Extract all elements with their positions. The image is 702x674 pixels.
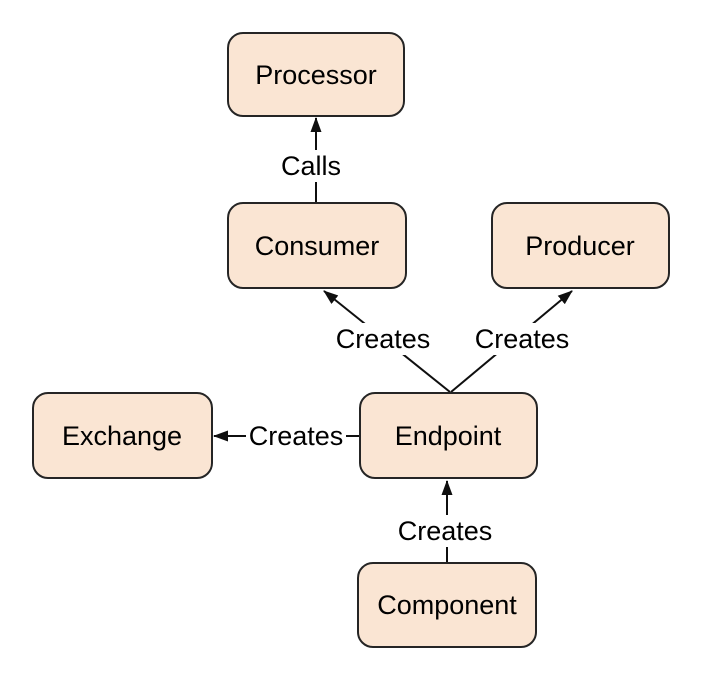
edge-label-creates-endpoint-text: Creates xyxy=(398,516,493,546)
node-component-box xyxy=(357,562,537,648)
node-component-label: Component xyxy=(377,590,517,620)
edge-label-creates-consumer-text: Creates xyxy=(336,324,431,354)
edge-label-creates-endpoint-bg xyxy=(395,515,495,547)
node-exchange-label: Exchange xyxy=(62,421,182,451)
edge-label-calls: Calls xyxy=(278,150,344,182)
node-producer-label: Producer xyxy=(525,231,635,261)
edge-labels: Calls Creates Creates Creates Creates xyxy=(246,150,572,547)
node-endpoint-label: Endpoint xyxy=(395,421,502,451)
edge-label-creates-exchange-bg xyxy=(246,420,346,452)
edge-label-creates-endpoint: Creates xyxy=(395,515,495,547)
edge-label-calls-text: Calls xyxy=(281,151,341,181)
node-processor: Processor xyxy=(227,32,405,117)
edge-label-creates-consumer-bg xyxy=(333,323,433,355)
edge-label-creates-producer-bg xyxy=(472,323,572,355)
diagram-nodes: Processor Consumer Producer Exchange End… xyxy=(32,32,670,648)
node-consumer-label: Consumer xyxy=(255,231,380,261)
node-component: Component xyxy=(357,562,537,648)
node-endpoint: Endpoint xyxy=(359,392,538,479)
node-producer: Producer xyxy=(491,202,670,289)
node-processor-label: Processor xyxy=(255,60,377,90)
node-producer-box xyxy=(491,202,670,289)
node-consumer: Consumer xyxy=(227,202,407,289)
node-endpoint-box xyxy=(359,392,538,479)
node-consumer-box xyxy=(227,202,407,289)
edge-label-creates-consumer: Creates xyxy=(333,323,433,355)
edge-label-creates-exchange: Creates xyxy=(246,420,346,452)
edge-label-creates-producer-text: Creates xyxy=(475,324,570,354)
node-exchange: Exchange xyxy=(32,392,213,479)
node-processor-box xyxy=(227,32,405,117)
node-exchange-box xyxy=(32,392,213,479)
edge-label-creates-exchange-text: Creates xyxy=(249,421,344,451)
edge-label-creates-producer: Creates xyxy=(472,323,572,355)
edge-label-calls-bg xyxy=(278,150,344,182)
